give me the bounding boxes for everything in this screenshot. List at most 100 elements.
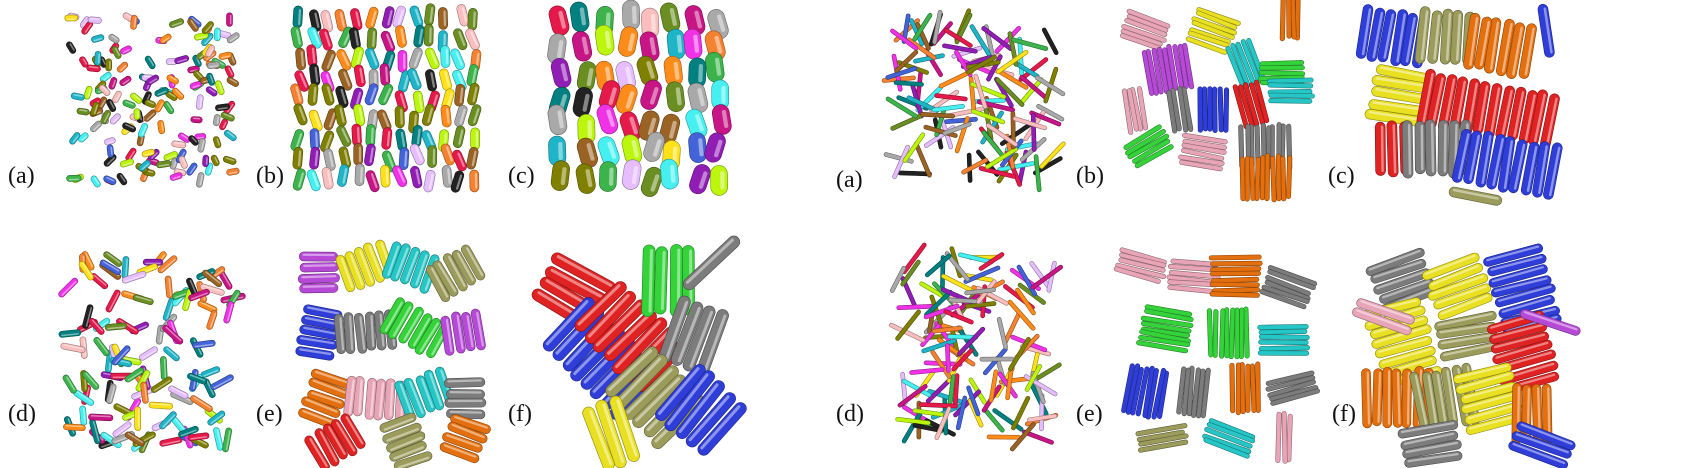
rod bbox=[1132, 138, 1171, 164]
rod bbox=[321, 167, 334, 190]
rod bbox=[308, 377, 349, 399]
rod bbox=[1219, 308, 1226, 359]
rod bbox=[978, 166, 1017, 179]
rod bbox=[664, 370, 715, 432]
rod bbox=[174, 55, 190, 65]
rod bbox=[299, 262, 340, 273]
rod bbox=[1113, 266, 1161, 284]
rod bbox=[187, 18, 199, 32]
rod bbox=[160, 356, 168, 381]
rod bbox=[292, 146, 304, 170]
rod bbox=[1486, 133, 1507, 190]
rod bbox=[1453, 362, 1512, 384]
rods-right-a bbox=[881, 8, 1066, 193]
rod bbox=[393, 451, 433, 468]
rod bbox=[889, 322, 926, 343]
rod bbox=[1033, 154, 1042, 193]
rod bbox=[550, 160, 570, 191]
rod bbox=[76, 107, 90, 116]
rod bbox=[1228, 307, 1236, 360]
rod bbox=[304, 435, 330, 468]
rod bbox=[116, 318, 139, 335]
rod bbox=[1011, 395, 1031, 431]
rod bbox=[1261, 284, 1310, 304]
rod bbox=[443, 377, 486, 388]
rod bbox=[105, 289, 121, 313]
rod bbox=[1015, 287, 1036, 316]
rod bbox=[187, 372, 208, 385]
rod bbox=[294, 70, 310, 92]
rod bbox=[138, 159, 151, 172]
rod bbox=[1142, 365, 1155, 418]
rod bbox=[413, 24, 425, 48]
rod bbox=[1366, 7, 1386, 62]
rod bbox=[214, 27, 221, 42]
rod bbox=[188, 288, 210, 302]
rod bbox=[1206, 421, 1256, 444]
rod bbox=[169, 172, 183, 181]
rod bbox=[1168, 270, 1221, 280]
rod bbox=[1125, 363, 1141, 415]
rod bbox=[1208, 254, 1262, 261]
rod bbox=[171, 87, 185, 100]
rod bbox=[1185, 36, 1228, 55]
rod bbox=[353, 103, 366, 127]
rod bbox=[187, 432, 210, 441]
rod bbox=[704, 132, 726, 163]
rod bbox=[965, 54, 997, 75]
rod bbox=[885, 66, 918, 80]
rod bbox=[1414, 121, 1426, 175]
rod bbox=[66, 41, 77, 54]
rod bbox=[895, 416, 931, 426]
rod bbox=[931, 104, 965, 113]
rod bbox=[1437, 119, 1449, 177]
rod bbox=[450, 48, 465, 71]
rod bbox=[364, 377, 377, 420]
rod bbox=[301, 396, 341, 418]
rod bbox=[548, 5, 570, 36]
rod bbox=[120, 45, 132, 55]
rod bbox=[1371, 85, 1427, 105]
rod bbox=[1397, 420, 1459, 439]
rod bbox=[1281, 411, 1288, 464]
rod bbox=[82, 304, 94, 329]
rod bbox=[912, 13, 933, 42]
rod bbox=[394, 90, 408, 113]
rod bbox=[978, 252, 1005, 271]
rod bbox=[109, 113, 121, 125]
rod bbox=[365, 124, 376, 147]
rod bbox=[1267, 82, 1314, 89]
rod bbox=[1177, 43, 1189, 89]
rod bbox=[1176, 366, 1187, 415]
rod bbox=[212, 136, 222, 149]
rod bbox=[663, 55, 683, 87]
rod bbox=[210, 154, 220, 167]
rod bbox=[100, 110, 111, 125]
rod bbox=[439, 442, 480, 464]
rod bbox=[125, 147, 137, 162]
rod bbox=[942, 43, 978, 54]
rod bbox=[201, 21, 214, 35]
rod bbox=[373, 378, 387, 421]
rod bbox=[1010, 37, 1049, 51]
rod bbox=[94, 50, 102, 66]
rods-right-c bbox=[1355, 3, 1563, 206]
rod bbox=[307, 83, 319, 106]
rod bbox=[955, 395, 968, 431]
rod bbox=[1286, 413, 1293, 463]
rod bbox=[1463, 12, 1481, 70]
rod bbox=[121, 256, 130, 279]
rod bbox=[1034, 75, 1066, 97]
rod bbox=[379, 297, 405, 335]
rod bbox=[1254, 157, 1261, 201]
rod bbox=[134, 406, 142, 431]
rod bbox=[1138, 334, 1191, 348]
rod bbox=[98, 84, 111, 97]
rods-right-e bbox=[1113, 247, 1320, 464]
rod bbox=[144, 55, 156, 70]
rod bbox=[189, 81, 202, 90]
rod bbox=[130, 92, 143, 104]
rod bbox=[366, 27, 378, 51]
rod bbox=[1401, 120, 1414, 179]
rod bbox=[378, 83, 394, 106]
